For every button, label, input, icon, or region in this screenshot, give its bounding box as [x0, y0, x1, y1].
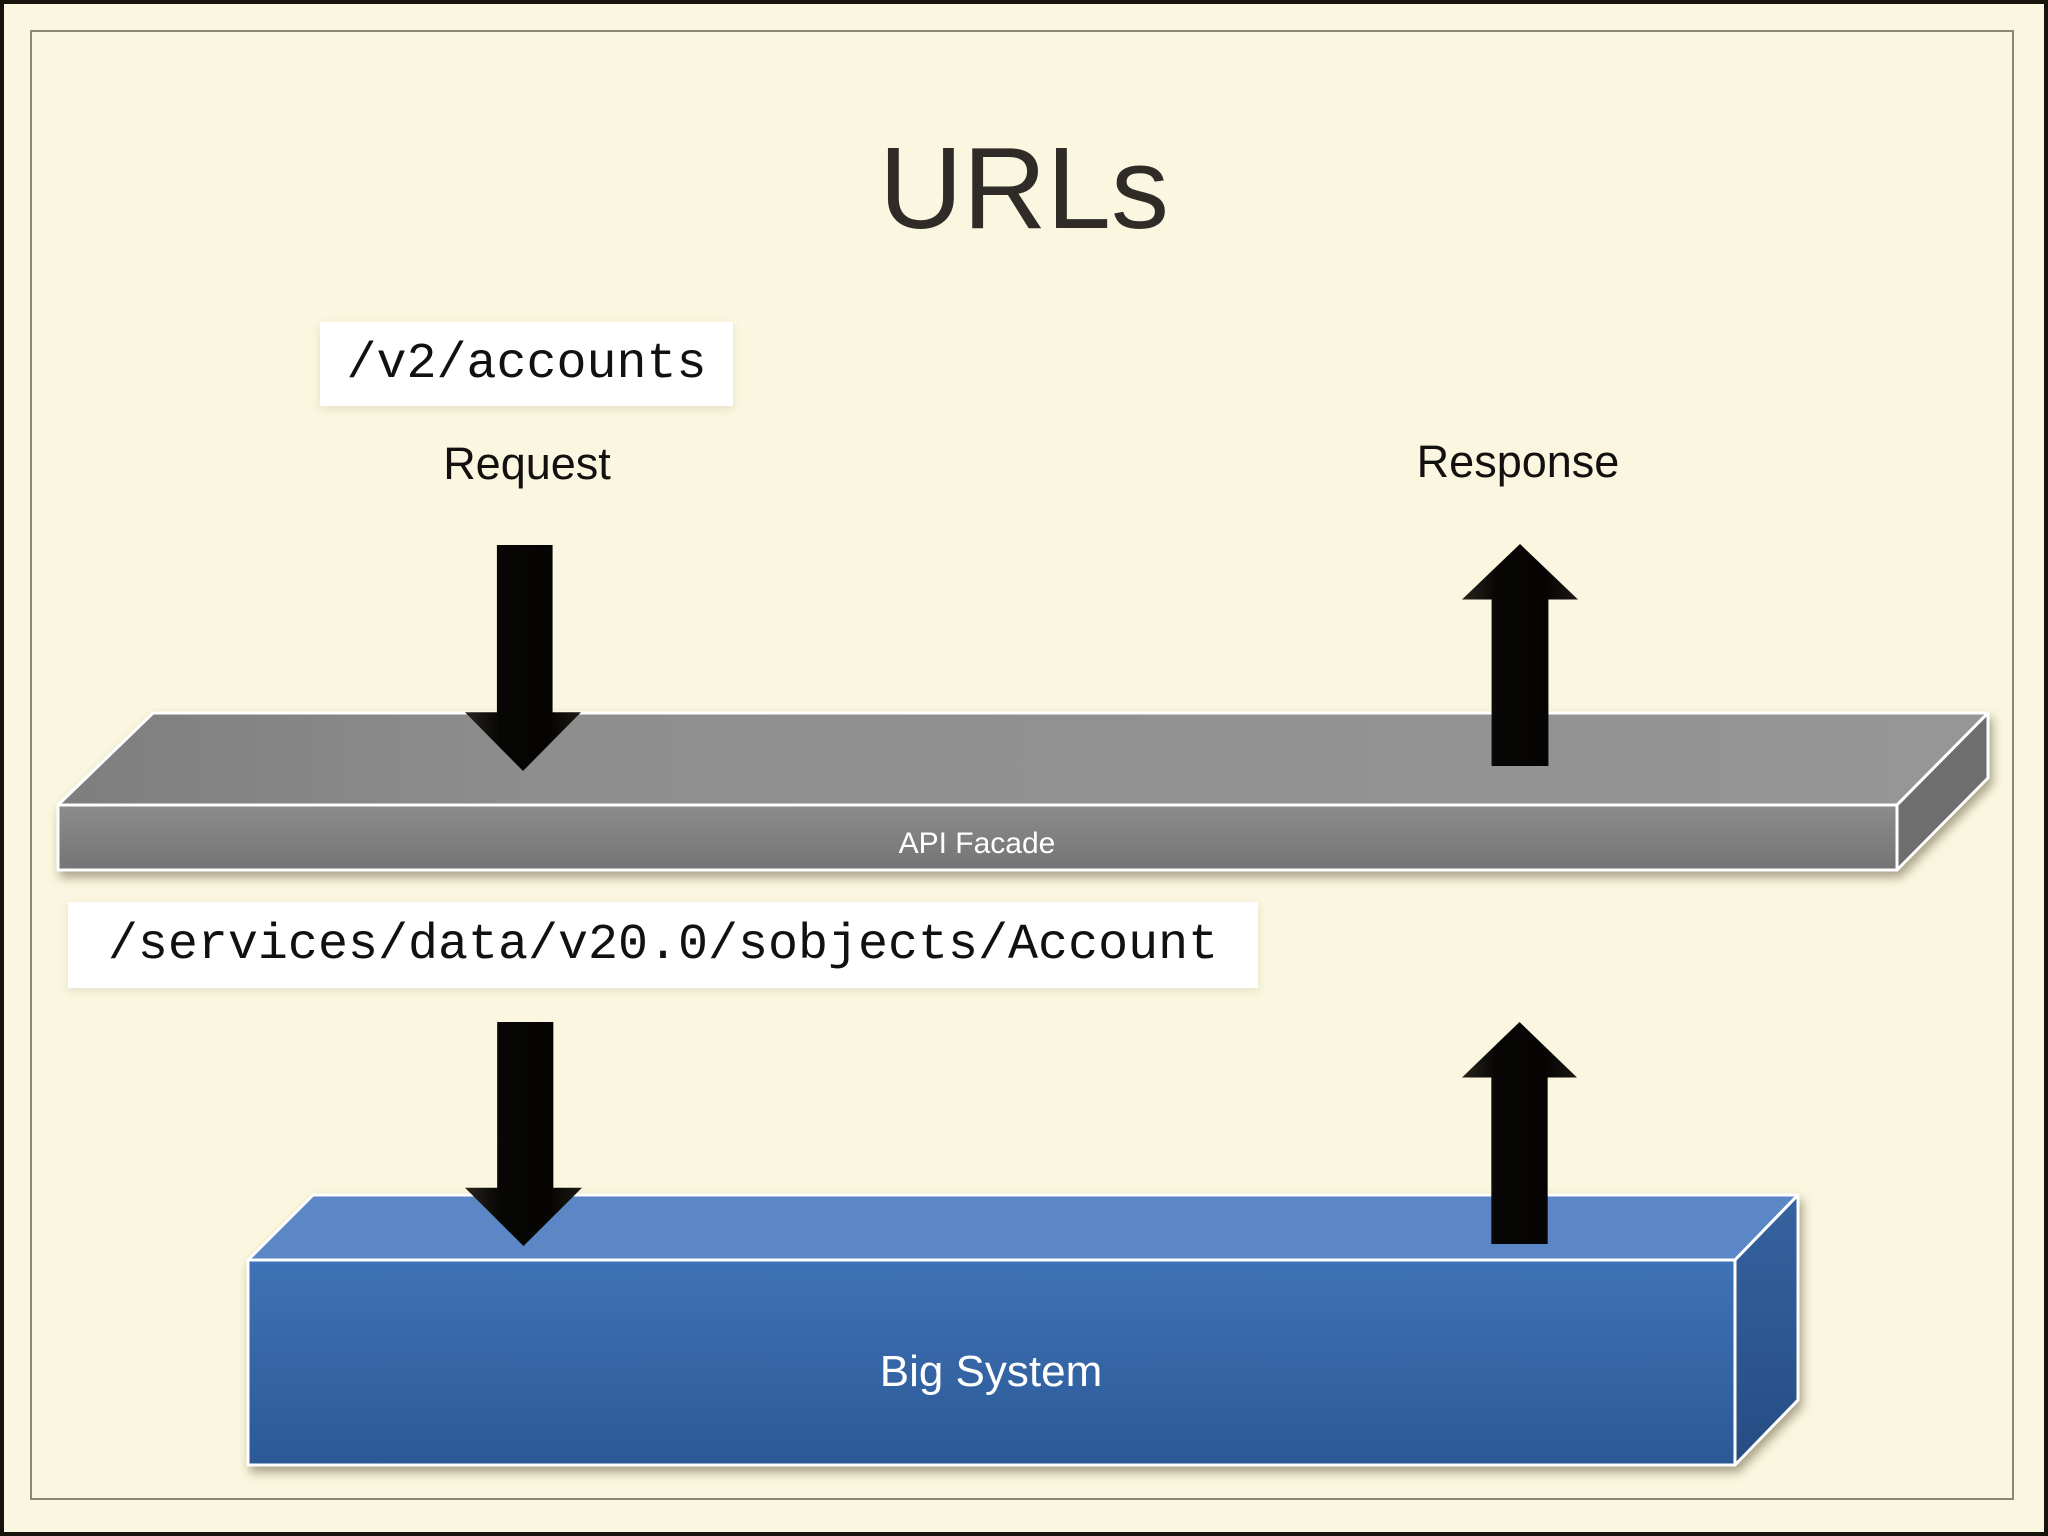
big-system-front-face: [246, 1258, 1737, 1467]
response-label: Response: [1416, 436, 1620, 487]
api-facade-layer: API Facade: [56, 711, 1990, 872]
api-facade-top-face: [56, 711, 1990, 807]
request-label: Request: [443, 438, 611, 489]
backend-url-label: /services/data/v20.0/sobjects/Account: [68, 902, 1258, 988]
big-system-top-face: [246, 1193, 1800, 1262]
facade-url-label: /v2/accounts: [320, 322, 733, 406]
big-system-label: Big System: [880, 1347, 1103, 1396]
page-title: URLs: [878, 123, 1170, 253]
backend-url-text: /services/data/v20.0/sobjects/Account: [107, 916, 1219, 974]
facade-url-text: /v2/accounts: [346, 335, 707, 393]
api-facade-front-face: [56, 803, 1899, 872]
big-system-layer: Big System: [246, 1193, 1800, 1467]
api-facade-label: API Facade: [899, 827, 1056, 860]
